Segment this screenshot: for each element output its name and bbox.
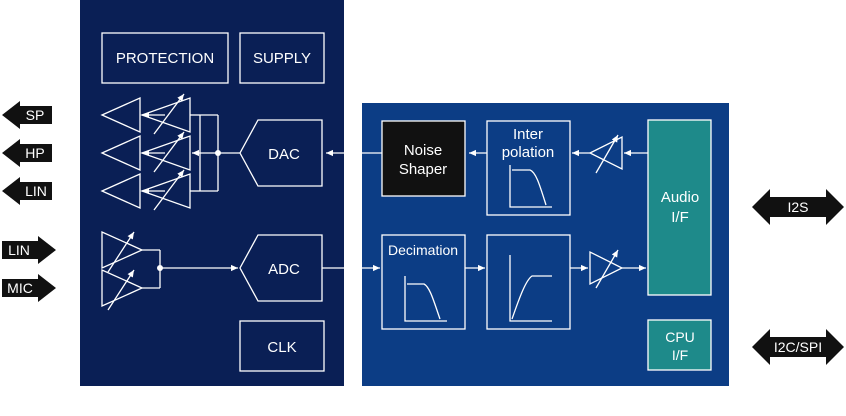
cpu-if-block: CPU I/F [647,319,712,371]
protection-block: PROTECTION [101,32,229,84]
output-amplifiers [100,93,221,211]
svg-text:Inter: Inter [513,126,543,143]
svg-text:I2S: I2S [787,199,808,215]
noise-shaper-block: Noise Shaper [381,120,466,197]
input-amplifiers [101,230,238,311]
svg-text:SUPPLY: SUPPLY [253,50,311,67]
svg-text:CLK: CLK [267,339,296,356]
decimation-block: Decimation [381,234,466,330]
analog-panel [80,0,344,386]
mic-input-arrow: MIC [2,274,56,302]
filter-block [486,234,571,330]
svg-text:I/F: I/F [672,347,688,363]
lin-output-arrow: LIN [2,177,52,205]
record-gain [589,249,624,289]
svg-text:Audio: Audio [661,189,699,206]
svg-text:CPU: CPU [665,329,695,345]
supply-block: SUPPLY [239,32,325,84]
svg-text:SP: SP [26,107,45,123]
svg-text:DAC: DAC [268,146,300,163]
svg-text:ADC: ADC [268,261,300,278]
svg-text:Shaper: Shaper [399,161,447,178]
adc-block: ADC [239,234,323,302]
svg-text:MIC: MIC [7,280,33,296]
svg-text:polation: polation [502,144,555,161]
hp-output-arrow: HP [2,139,52,167]
svg-text:HP: HP [25,145,44,161]
audio-if-block: Audio I/F [647,119,712,296]
playback-gain [588,134,623,174]
svg-text:Decimation: Decimation [388,242,458,258]
svg-text:I2C/SPI: I2C/SPI [774,339,822,355]
interpolation-block: Inter polation [486,120,571,216]
i2s-arrow: I2S [752,189,844,225]
i2c-spi-arrow: I2C/SPI [752,329,844,365]
svg-text:I/F: I/F [671,209,689,226]
sp-output-arrow: SP [2,101,52,129]
lin-input-arrow: LIN [2,236,56,264]
svg-text:PROTECTION: PROTECTION [116,50,214,67]
dac-block: DAC [218,119,323,187]
svg-text:LIN: LIN [25,183,47,199]
clk-block: CLK [239,320,325,372]
svg-text:Noise: Noise [404,142,442,159]
svg-text:LIN: LIN [8,242,30,258]
